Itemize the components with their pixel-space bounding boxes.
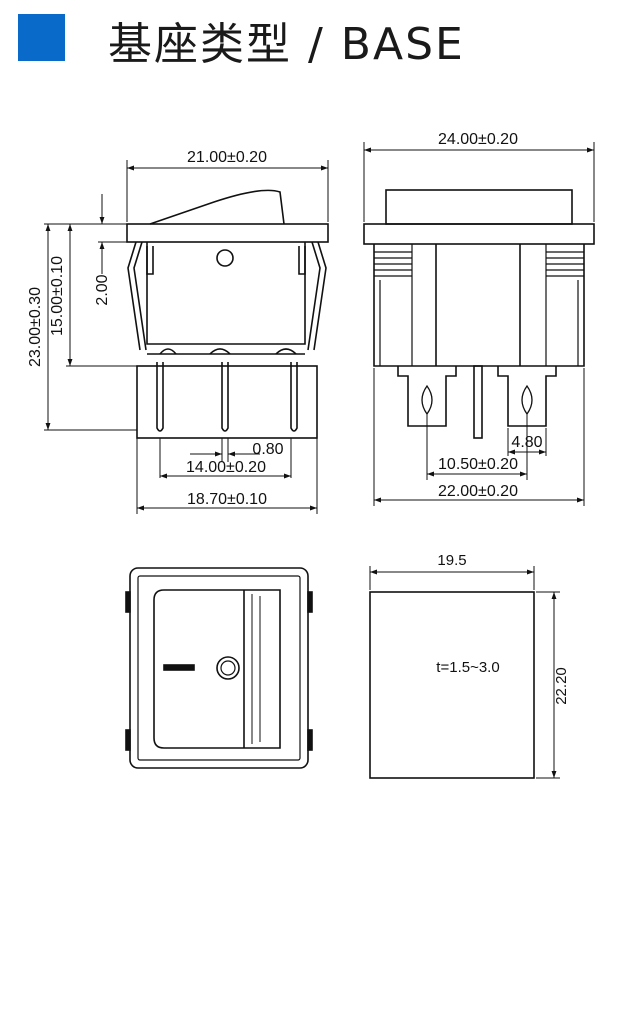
housing-body bbox=[146, 242, 306, 345]
top-view bbox=[125, 567, 313, 769]
side-top-width-label: 21.00±0.20 bbox=[187, 149, 267, 166]
front-terminal-width-label: 4.80 bbox=[511, 434, 542, 451]
rocker-actuator bbox=[149, 189, 285, 225]
top-flange bbox=[126, 223, 329, 243]
top-view-inner bbox=[137, 575, 301, 761]
front-top-width-label: 24.00±0.20 bbox=[438, 131, 518, 148]
indicator-hole bbox=[216, 249, 234, 267]
indicator-lamp bbox=[216, 656, 240, 680]
top-view-bezel bbox=[129, 567, 309, 769]
page-title: 基座类型 / BASE bbox=[108, 19, 465, 70]
front-terminal-span-label: 10.50±0.20 bbox=[438, 456, 518, 473]
side-view bbox=[126, 189, 329, 439]
side-view-dimensions bbox=[44, 160, 329, 514]
left-spring bbox=[127, 241, 141, 351]
front-flange bbox=[363, 223, 595, 245]
left-ribs bbox=[374, 244, 413, 366]
pin-right bbox=[290, 362, 298, 432]
side-base-width-label: 18.70±0.10 bbox=[187, 491, 267, 508]
page-header: 基座类型 / BASE bbox=[0, 0, 624, 80]
cutout-rect bbox=[369, 591, 535, 779]
terminal-right-hole bbox=[521, 384, 533, 416]
side-pin-span-label: 14.00±0.20 bbox=[186, 459, 266, 476]
front-top-block bbox=[385, 189, 573, 225]
left-clip bbox=[146, 246, 154, 275]
cutout-width-label: 19.5 bbox=[437, 552, 466, 569]
pin-left bbox=[156, 362, 164, 432]
on-mark bbox=[163, 664, 195, 671]
terminal-left-hole bbox=[421, 384, 433, 416]
front-base-width-label: 22.00±0.20 bbox=[438, 483, 518, 500]
side-height-total-label: 23.00±0.30 bbox=[27, 287, 44, 367]
cutout-thickness-label: t=1.5~3.0 bbox=[436, 659, 499, 676]
base-block bbox=[136, 365, 318, 439]
right-clip bbox=[298, 246, 306, 275]
rocker-face bbox=[153, 589, 281, 749]
right-ribs bbox=[545, 244, 584, 366]
brand-square bbox=[18, 14, 65, 61]
panel-cutout bbox=[369, 591, 535, 779]
side-height-body-label: 15.00±0.10 bbox=[49, 256, 66, 336]
pin-center bbox=[221, 362, 229, 432]
cutout-dimensions bbox=[369, 566, 560, 779]
front-housing bbox=[373, 244, 585, 367]
side-pin-width-label: 0.80 bbox=[252, 441, 283, 458]
center-pin bbox=[473, 365, 483, 439]
side-rocker-offset-label: 2.00 bbox=[94, 274, 111, 305]
front-view-dimensions bbox=[363, 142, 595, 506]
right-spring bbox=[313, 241, 327, 351]
front-view bbox=[363, 189, 595, 439]
cutout-height-label: 22.20 bbox=[553, 667, 570, 705]
